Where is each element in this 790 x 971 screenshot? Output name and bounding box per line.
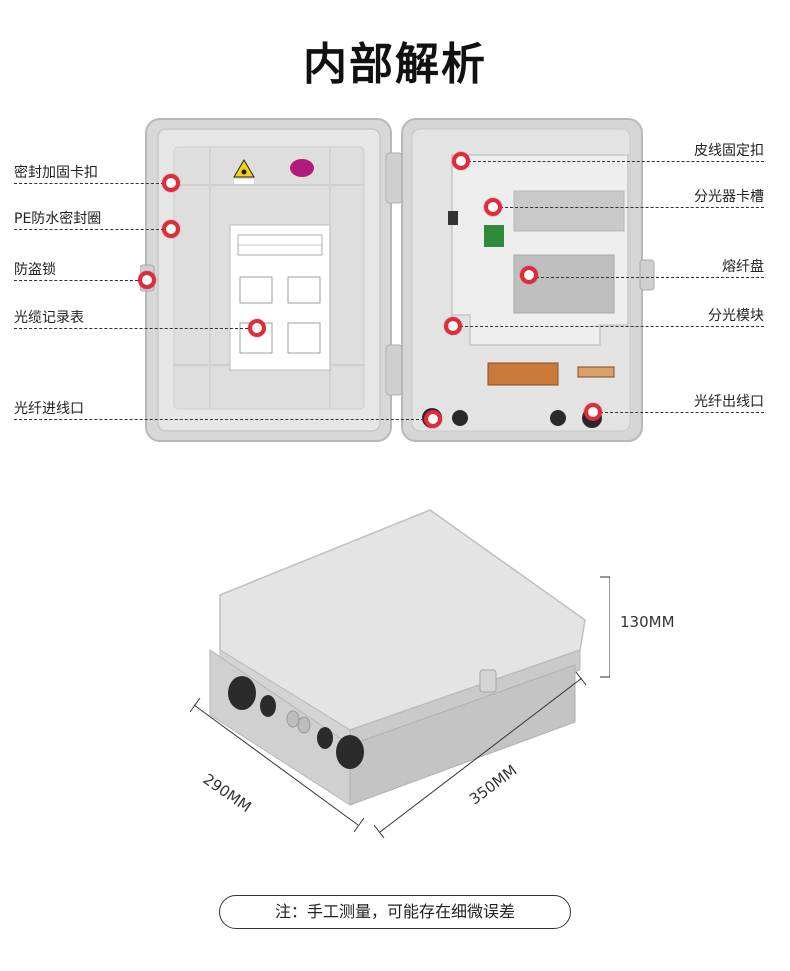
copper-bar bbox=[487, 362, 559, 386]
open-box-svg bbox=[139, 118, 655, 442]
leader-record bbox=[14, 328, 248, 329]
leader-inlet bbox=[14, 419, 424, 420]
hinge-top bbox=[385, 152, 403, 204]
label-splitter: 分光模块 bbox=[708, 308, 764, 324]
marker-seal bbox=[162, 220, 180, 238]
label-record: 光缆记录表 bbox=[14, 310, 84, 326]
front-latch bbox=[479, 669, 497, 693]
leader-lock bbox=[14, 280, 138, 281]
measurement-note: 注：手工测量，可能存在细微误差 bbox=[219, 895, 571, 929]
leader-splitter bbox=[460, 326, 764, 327]
label-tray: 熔纤盘 bbox=[722, 259, 764, 275]
label-seal: PE防水密封圈 bbox=[14, 211, 102, 227]
depth-dim-line bbox=[193, 704, 359, 826]
leader-slot bbox=[500, 207, 764, 208]
page-title: 内部解析 bbox=[303, 39, 487, 90]
marker-tray bbox=[520, 266, 538, 284]
marker-slot bbox=[484, 198, 502, 216]
open-box-illustration bbox=[139, 115, 660, 445]
marker-record bbox=[248, 319, 266, 337]
splitter-slot bbox=[513, 190, 625, 232]
port-small-1 bbox=[260, 695, 276, 717]
label-outlet: 光纤出线口 bbox=[694, 394, 764, 410]
port-large-1 bbox=[228, 676, 256, 710]
leader-tray bbox=[536, 277, 764, 278]
splice-tray-window bbox=[513, 254, 615, 314]
green-module bbox=[484, 225, 504, 247]
closed-box-illustration bbox=[180, 500, 620, 840]
marker-inlet bbox=[424, 410, 442, 428]
label-clip: 密封加固卡扣 bbox=[14, 165, 98, 181]
label-drop: 皮线固定扣 bbox=[694, 143, 764, 159]
port-small-2 bbox=[317, 727, 333, 749]
closed-box-svg bbox=[189, 509, 620, 839]
port-large-2 bbox=[336, 735, 364, 769]
record-sheet bbox=[229, 224, 331, 371]
hinge-bottom bbox=[385, 344, 403, 396]
brand-sticker bbox=[290, 159, 314, 177]
mounting-plate bbox=[451, 154, 629, 346]
leader-seal bbox=[14, 229, 164, 230]
width-dim-line bbox=[379, 677, 583, 833]
label-inlet: 光纤进线口 bbox=[14, 401, 84, 417]
label-slot: 分光器卡槽 bbox=[694, 189, 764, 205]
leader-outlet bbox=[600, 412, 764, 413]
marker-outlet bbox=[584, 403, 602, 421]
leader-drop bbox=[468, 161, 764, 162]
marker-clip bbox=[162, 174, 180, 192]
leader-clip bbox=[14, 183, 164, 184]
dim-height: 130MM bbox=[620, 613, 675, 631]
label-lock: 防盗锁 bbox=[14, 262, 56, 278]
marker-drop bbox=[452, 152, 470, 170]
marker-lock bbox=[138, 271, 156, 289]
warning-icon bbox=[233, 159, 255, 178]
marker-splitter bbox=[444, 317, 462, 335]
